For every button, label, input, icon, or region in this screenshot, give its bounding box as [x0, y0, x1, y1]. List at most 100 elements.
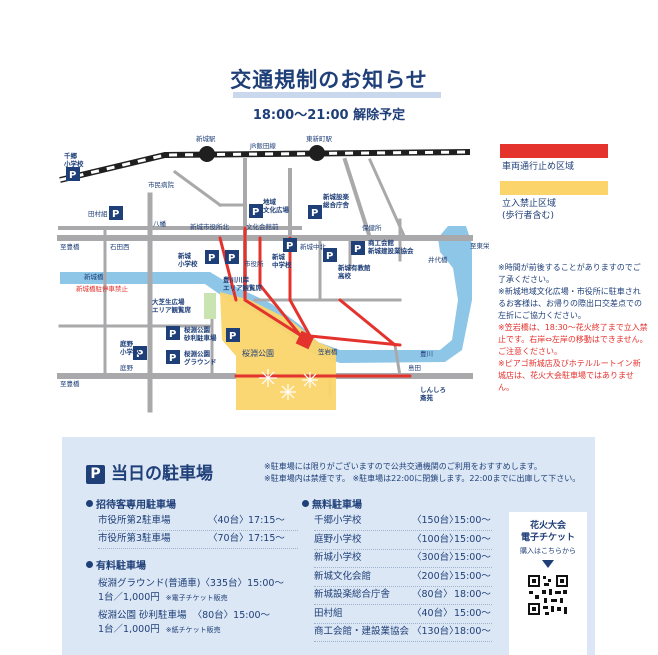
legend-label-closure: 車両通行止め区域: [502, 162, 575, 172]
qr-code-icon[interactable]: [526, 573, 570, 617]
label-niwano-school: 庭野: [120, 339, 134, 348]
label-to-tokyo: 至東栄: [470, 241, 490, 250]
label-city-hospital: 市民病院: [148, 180, 175, 189]
label-ide-bashi: 井代橋: [428, 255, 448, 264]
label-shoko-kaikan: 商工会館: [368, 238, 395, 247]
traffic-map: P P P P P P P P P P P P P 新城駅 東新町駅 JR飯田線…: [57, 134, 490, 413]
parking-markers: P P P P P P P P P P P P P: [66, 167, 365, 364]
parking-icon: P: [86, 465, 105, 484]
label-toyokawa: 豊川: [420, 349, 433, 358]
svg-text:桜淵公園グラウンド: 桜淵公園グラウンド: [184, 349, 217, 366]
table-row: 新城設楽総合庁舎〈80台〉18:00〜: [314, 586, 492, 605]
parking-notes: ※駐車場には限りがございますので公共交通機関のご利用をおすすめします。 ※駐車場…: [264, 461, 580, 485]
paid-heading: 有料駐車場: [86, 557, 146, 572]
svg-text:豊川川岸エリア観覧席: 豊川川岸エリア観覧席: [223, 275, 263, 292]
paid-row-2-price: 1台／1,000円 ※紙チケット販売: [98, 624, 221, 635]
label-toyokawa-area: 豊川川岸: [223, 275, 250, 284]
label-niwano: 庭野: [120, 363, 134, 372]
ticket-title: 花火大会 電子チケット: [520, 521, 575, 543]
note-item: ※時間が前後することがありますのでご了承ください。: [498, 263, 641, 284]
svg-text:P: P: [252, 207, 259, 218]
label-taisho-area: 大芝生広場: [152, 297, 185, 306]
legend-swatch-closure: [500, 144, 608, 158]
svg-text:P: P: [354, 244, 361, 255]
svg-text:P: P: [286, 241, 293, 252]
free-heading: 無料駐車場: [302, 496, 362, 511]
label-sakurabuchi-ground: 桜淵公園: [184, 349, 211, 358]
label-shinshiro-bridge: 新城橋: [84, 272, 104, 281]
legend-label-restricted: 立入禁止区域: [502, 199, 557, 209]
label-hokenjo: 保健所: [362, 223, 382, 232]
fireworks-icon: [259, 369, 318, 400]
svg-text:しんしろ斎苑: しんしろ斎苑: [420, 386, 446, 402]
label-shimada: 島田: [408, 363, 421, 372]
label-rail-line: JR飯田線: [249, 141, 276, 150]
svg-text:庭野小学校: 庭野小学校: [119, 339, 140, 356]
lawn-area: [204, 293, 216, 319]
label-shinshiro-jh: 新城: [272, 252, 286, 261]
legend-swatch-restricted: [500, 181, 608, 195]
page-subtitle: 18:00〜21:00 解除予定: [252, 108, 406, 123]
svg-text:大芝生広場エリア観覧席: 大芝生広場エリア観覧席: [152, 297, 192, 314]
ticket-card[interactable]: 花火大会 電子チケット 購入はこちらから: [509, 512, 587, 655]
svg-text:P: P: [326, 251, 333, 262]
label-no-parking-bridge: 新城橋駐停車禁止: [76, 284, 129, 293]
label-tahara: 田村組: [88, 209, 108, 218]
label-bunka-kaikan-mae: 文化会館前: [246, 222, 279, 231]
label-city-hall: 市役所: [244, 259, 264, 268]
svg-text:P: P: [136, 349, 143, 360]
label-shiyakusho-kita: 新城市役所北: [190, 222, 230, 231]
label-hachiman: 八幡: [153, 219, 167, 228]
svg-text:P: P: [228, 253, 235, 264]
table-row: 田村組〈40台〉15:00〜: [314, 605, 492, 624]
table-row: 新城小学校〈300台〉15:00〜: [314, 549, 492, 568]
label-sakurabuchi-park: 桜淵公園: [242, 348, 274, 358]
label-setsubi: 新城設楽: [323, 192, 350, 201]
table-row: 市役所第2駐車場〈40台〉17:15〜: [98, 512, 298, 531]
svg-text:P: P: [229, 331, 236, 342]
label-station-shinshiro: 新城駅: [196, 134, 216, 143]
label-shiro-tamachi: 石田西: [110, 243, 130, 251]
svg-text:商工会館新城建設業協会: 商工会館新城建設業協会: [368, 238, 414, 255]
table-row: 千郷小学校〈150台〉15:00〜: [314, 512, 492, 531]
table-row: 市役所第3駐車場〈70台〉17:15〜: [98, 530, 298, 549]
paid-row-2: 桜淵公園 砂利駐車場 〈80台〉15:00〜: [98, 610, 271, 621]
arrow-down-icon: [542, 560, 554, 568]
legend-label-restricted-sub: (歩行者含む): [502, 211, 555, 221]
label-shinshiro-shika: しんしろ: [420, 386, 446, 394]
closure-routes: [218, 226, 412, 378]
svg-text:地域文化広場: 地域文化広場: [262, 197, 290, 214]
label-senmen-school: 千郷: [64, 151, 78, 160]
label-to-toyohashi2: 至豊橋: [60, 379, 80, 388]
label-sakurabuchi-parking: 桜淵公園: [184, 325, 211, 334]
table-row: 新城文化会館〈200台〉15:00〜: [314, 568, 492, 587]
paid-row-1: 桜淵グラウンド(普通車)〈335台〉15:00〜: [98, 578, 284, 589]
label-bunka-plaza: 地域: [263, 197, 277, 206]
svg-text:千郷小学校: 千郷小学校: [63, 151, 84, 168]
label-kasaiwa-bridge: 笠岩橋: [318, 347, 338, 356]
svg-text:P: P: [169, 353, 176, 364]
map-notes: ※時間が前後することがありますのでご了承ください。 ※新城地域文化広場・市役所に…: [498, 262, 648, 394]
parking-note-1: ※駐車場には限りがございますので公共交通機関のご利用をおすすめします。: [264, 462, 542, 471]
label-shinshiro-school: 新城: [178, 251, 192, 260]
map-labels: 新城駅 東新町駅 JR飯田線 市民病院 田村組 八幡 新城市役所北 文化会館前 …: [60, 134, 490, 388]
label-yuba: 新城有教館: [338, 263, 371, 272]
page-title: 交通規制のお知らせ: [230, 68, 428, 92]
note-item: ※新城地域文化広場・市役所に駐車されるお客様は、お帰りの際出口交差点での左折にご…: [498, 287, 642, 320]
svg-text:桜淵公園砂利駐車場: 桜淵公園砂利駐車場: [184, 325, 217, 342]
ticket-sub: 購入はこちらから: [520, 547, 576, 555]
svg-text:新城小学校: 新城小学校: [177, 251, 198, 268]
table-row: 商工会館・建設業協会〈130台〉18:00〜: [314, 623, 492, 642]
invited-heading: 招待客専用駐車場: [86, 496, 176, 511]
svg-text:P: P: [311, 208, 318, 219]
label-to-toyohashi: 至豊橋: [60, 242, 80, 251]
label-shinshiro-naka: 新城中北: [300, 242, 327, 251]
note-item: ※笠岩橋は、18:30〜花火終了まで立入禁止です。右岸⇔左岸の移動はできません。…: [498, 323, 648, 356]
note-item: ※ピアゴ新城店及びホテルルートイン新城店は、花火大会駐車場ではありません。: [498, 359, 641, 392]
svg-text:P: P: [208, 253, 215, 264]
label-station-higashi: 東新町駅: [306, 134, 333, 143]
svg-text:P: P: [112, 209, 119, 220]
svg-text:P: P: [69, 170, 76, 181]
